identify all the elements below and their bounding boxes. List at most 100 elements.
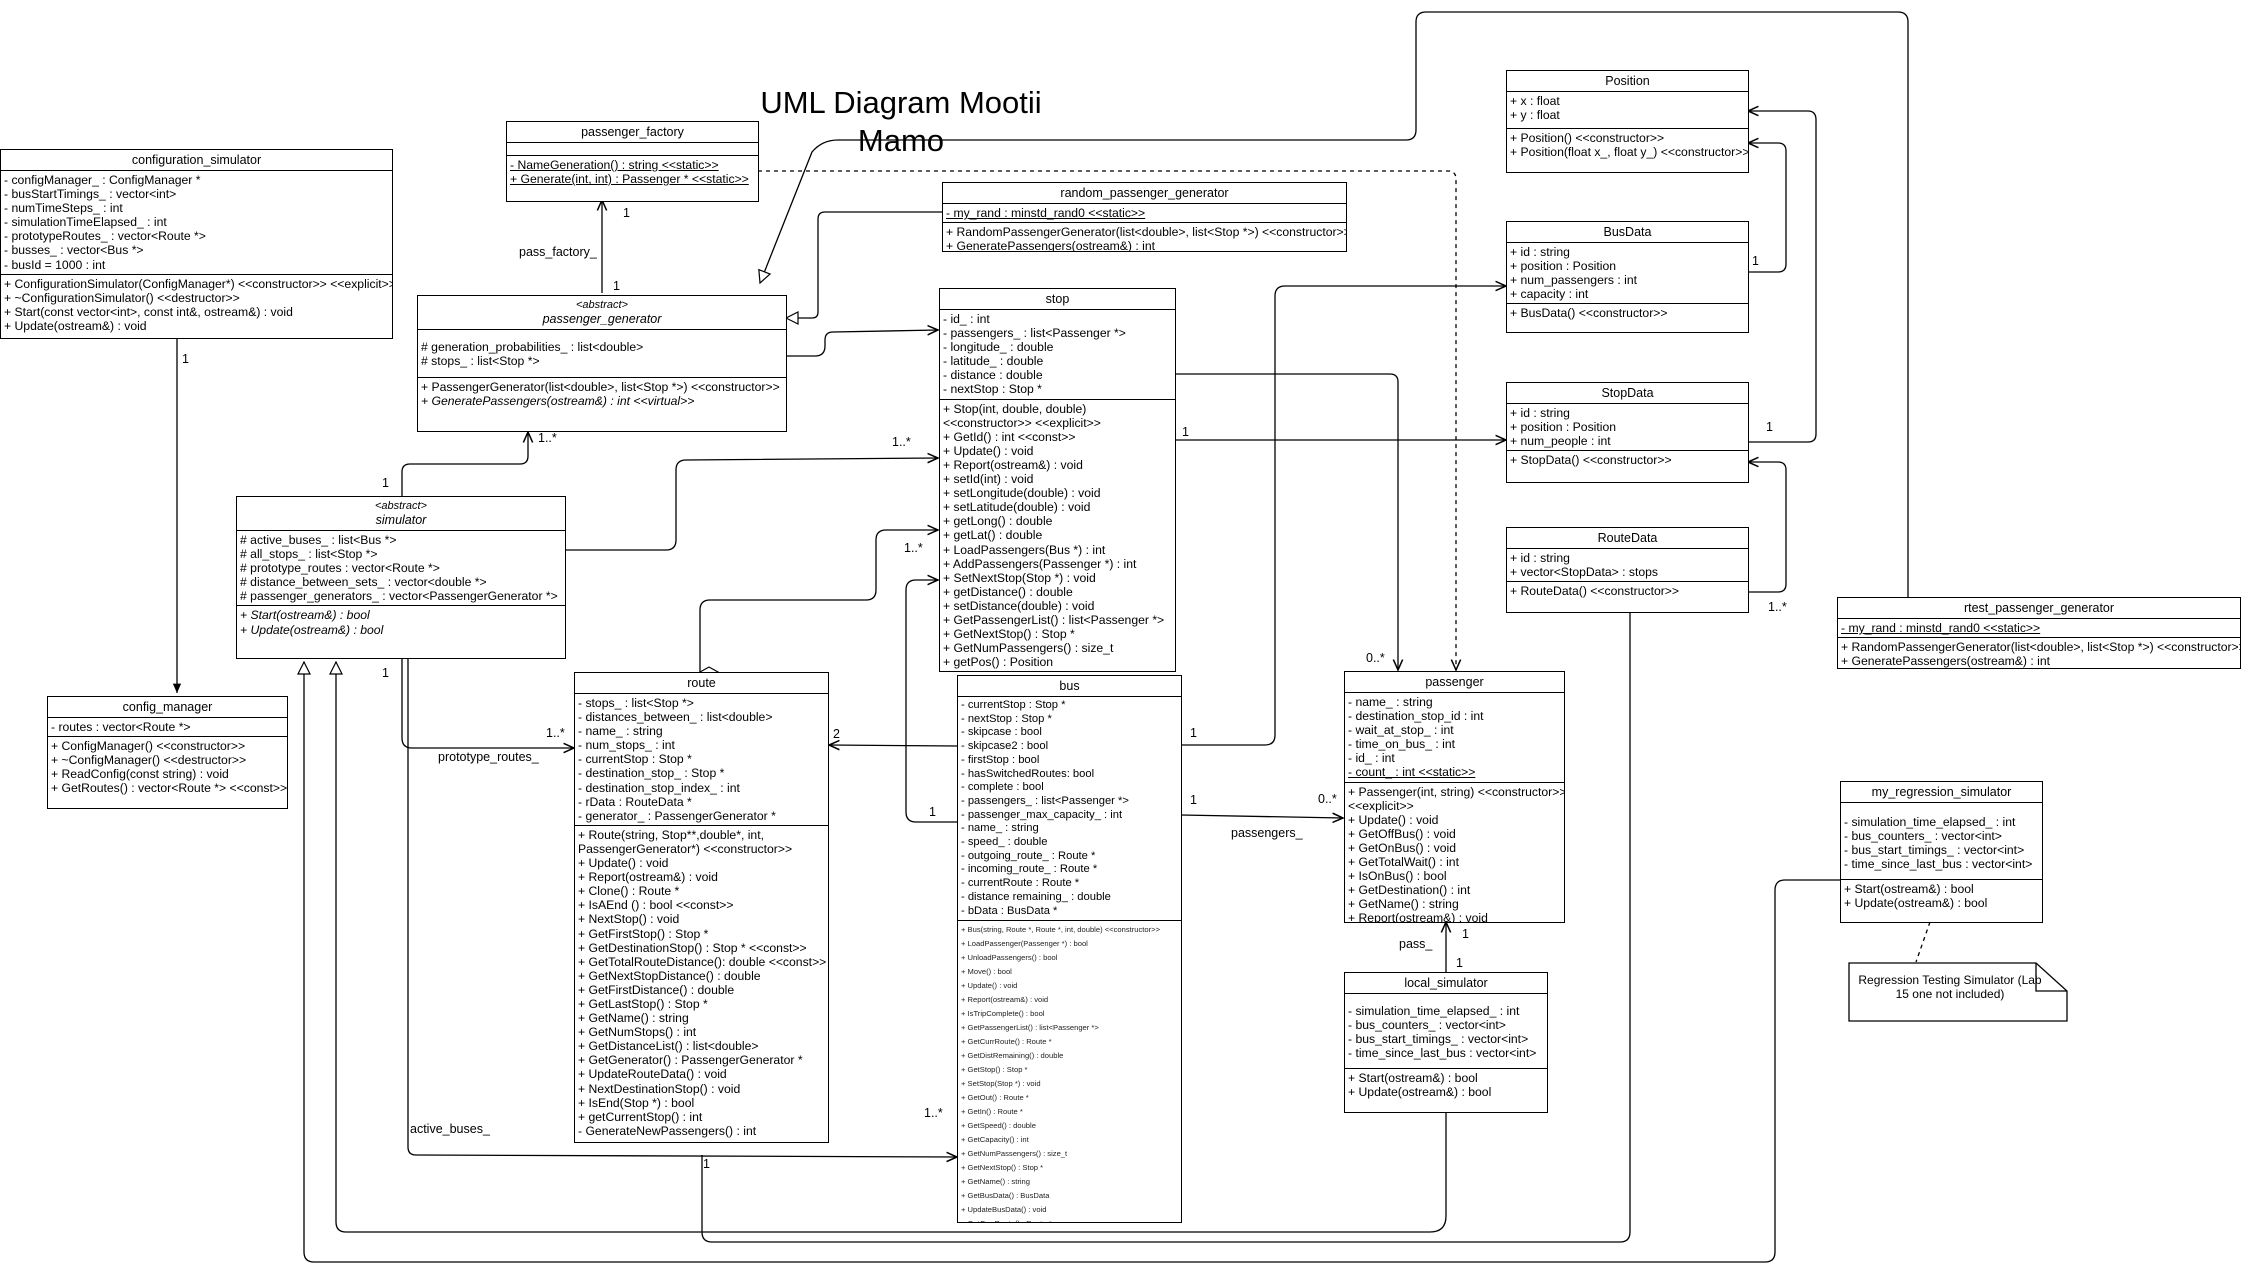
attributes: - simulation_time_elapsed_ : int- bus_co… bbox=[1841, 803, 2042, 881]
class-configuration-simulator[interactable]: configuration_simulator - configManager_… bbox=[0, 149, 393, 339]
mult-stop-many-b: 1..* bbox=[904, 541, 923, 555]
member-line: + capacity : int bbox=[1510, 287, 1589, 302]
label-passengers: passengers_ bbox=[1231, 826, 1303, 840]
member-line: + Update(ostream&) : bool bbox=[1844, 896, 1988, 911]
member-line: + id : string bbox=[1510, 406, 1570, 420]
member-line: + Update() : void bbox=[1348, 812, 1439, 827]
methods: + PassengerGenerator(list<double>, list<… bbox=[418, 378, 786, 410]
class-busdata[interactable]: BusData + id : string+ position : Positi… bbox=[1506, 221, 1749, 333]
class-header: <abstract> simulator bbox=[237, 497, 565, 531]
member-line: - destination_stop_index_ : int bbox=[578, 780, 740, 795]
class-passenger-factory[interactable]: passenger_factory - NameGeneration() : s… bbox=[506, 121, 759, 202]
class-bus[interactable]: bus - currentStop : Stop *- nextStop : S… bbox=[957, 675, 1182, 1223]
mult-factory-1: 1 bbox=[623, 206, 630, 220]
member-line: + Update(ostream&) : void bbox=[4, 318, 147, 333]
member-line: - distance : double bbox=[943, 368, 1043, 383]
edge-localsim-inherits-sim bbox=[336, 662, 1447, 1233]
member-line: - simulation_time_elapsed_ : int bbox=[1348, 1004, 1520, 1018]
mult-config-1: 1 bbox=[182, 352, 189, 366]
class-name: BusData bbox=[1507, 222, 1748, 243]
member-line: + id : string bbox=[1510, 245, 1570, 259]
methods: + ConfigurationSimulator(ConfigManager*)… bbox=[1, 275, 392, 335]
member-line: - rData : RouteData * bbox=[578, 794, 692, 809]
member-line: - incoming_route_ : Route * bbox=[961, 863, 1098, 876]
edge-sim-to-bus bbox=[407, 658, 957, 1157]
class-passenger[interactable]: passenger - name_ : string- destination_… bbox=[1344, 671, 1565, 923]
member-line: - bus_start_timings_ : vector<int> bbox=[1348, 1032, 1529, 1047]
member-line: + GetDestinationStop() : Stop * <<const>… bbox=[578, 940, 807, 955]
edge-note-to-regsim bbox=[1915, 921, 1931, 963]
class-stopdata[interactable]: StopData + id : string+ position : Posit… bbox=[1506, 382, 1749, 483]
member-line: + Start(const vector<int>, const int&, o… bbox=[4, 304, 293, 319]
member-line: # generation_probabilities_ : list<doubl… bbox=[421, 340, 644, 354]
member-line: - passenger_max_capacity_ : int bbox=[961, 808, 1123, 821]
member-line: + IsOnBus() : bool bbox=[1348, 869, 1447, 884]
member-line: + GetName() : string bbox=[578, 1011, 689, 1026]
member-line: <<explicit>> bbox=[1348, 798, 1414, 813]
member-line: + GetBusData() : BusData bbox=[961, 1191, 1050, 1201]
member-line: + Position() <<constructor>> bbox=[1510, 131, 1665, 146]
member-line: - bus_start_timings_ : vector<int> bbox=[1844, 843, 2025, 858]
attributes: + id : string+ position : Position+ num_… bbox=[1507, 243, 1748, 305]
class-name: passenger bbox=[1345, 672, 1564, 693]
class-my-regression-simulator[interactable]: my_regression_simulator - simulation_tim… bbox=[1840, 781, 2043, 923]
mult-route-2: 2 bbox=[833, 727, 840, 741]
class-stop[interactable]: stop - id_ : int- passengers_ : list<Pas… bbox=[939, 288, 1176, 672]
mult-sim-route-1: 1 bbox=[382, 666, 389, 680]
attributes: + x : float+ y : float bbox=[1507, 92, 1748, 130]
member-line: + Report(ostream&) : void bbox=[1348, 911, 1488, 923]
class-routedata[interactable]: RouteData + id : string+ vector<StopData… bbox=[1506, 527, 1749, 613]
member-line: - busStartTimings_ : vector<int> bbox=[4, 187, 177, 202]
mult-sim-pgen-1: 1 bbox=[382, 476, 389, 490]
member-line: + NextDestinationStop() : void bbox=[578, 1081, 741, 1096]
member-line: + ConfigManager() <<constructor>> bbox=[51, 739, 246, 754]
member-line: + IsEnd(Stop *) : bool bbox=[578, 1095, 695, 1110]
member-line: + GetStop() : Stop * bbox=[961, 1065, 1028, 1075]
member-line: - nextStop : Stop * bbox=[961, 712, 1052, 725]
member-line: - speed_ : double bbox=[961, 836, 1048, 849]
member-line: + GetTotalWait() : int bbox=[1348, 855, 1459, 870]
label-prototype-routes: prototype_routes_ bbox=[438, 750, 539, 764]
mult-stop-many-a: 1..* bbox=[892, 435, 911, 449]
class-config-manager[interactable]: config_manager - routes : vector<Route *… bbox=[47, 696, 288, 809]
member-line: + Start(ostream&) : bool bbox=[1844, 882, 1974, 897]
member-line: + GetTotalRouteDistance(): double <<cons… bbox=[578, 954, 827, 969]
attributes: - currentStop : Stop *- nextStop : Stop … bbox=[958, 697, 1181, 922]
attributes: - my_rand : minstd_rand0 <<static>> bbox=[943, 204, 1346, 224]
mult-bus-passenger-1: 1 bbox=[1190, 793, 1197, 807]
class-local-simulator[interactable]: local_simulator - simulation_time_elapse… bbox=[1344, 972, 1548, 1113]
member-line: + LoadPassenger(Passenger *) : bool bbox=[961, 939, 1088, 949]
class-name: RouteData bbox=[1507, 528, 1748, 549]
class-simulator[interactable]: <abstract> simulator # active_buses_ : l… bbox=[236, 496, 566, 659]
member-line: + LoadPassengers(Bus *) : int bbox=[943, 542, 1106, 557]
class-name: simulator bbox=[375, 513, 427, 527]
member-line: - destination_stop_ : Stop * bbox=[578, 766, 725, 781]
edge-sim-to-route bbox=[401, 658, 574, 748]
label-active-buses: active_buses_ bbox=[410, 1122, 490, 1136]
class-rtest-passenger-generator[interactable]: rtest_passenger_generator - my_rand : mi… bbox=[1837, 597, 2241, 669]
member-line: + AddPassengers(Passenger *) : int bbox=[943, 556, 1137, 571]
class-route[interactable]: route - stops_ : list<Stop *>- distances… bbox=[574, 672, 829, 1143]
member-line: # distance_between_sets_ : vector<double… bbox=[240, 575, 487, 590]
class-random-passenger-generator[interactable]: random_passenger_generator - my_rand : m… bbox=[942, 182, 1347, 252]
attributes: - stops_ : list<Stop *>- distances_betwe… bbox=[575, 694, 828, 826]
member-line: + GetDestination() : int bbox=[1348, 883, 1471, 898]
member-line: + GetNextStopDistance() : double bbox=[578, 968, 761, 983]
class-position[interactable]: Position + x : float+ y : float + Positi… bbox=[1506, 70, 1749, 173]
member-line: - name_ : string bbox=[961, 822, 1039, 835]
member-line: + UnloadPassengers() : bool bbox=[961, 953, 1058, 963]
member-line: - numTimeSteps_ : int bbox=[4, 201, 123, 216]
member-line: - busses_ : vector<Bus *> bbox=[4, 243, 144, 258]
class-name: passenger_generator bbox=[542, 312, 662, 326]
mult-routedata-many: 1..* bbox=[1768, 600, 1787, 614]
member-line: - passengers_ : list<Passenger *> bbox=[961, 794, 1129, 807]
methods: + Bus(string, Route *, Route *, int, dou… bbox=[958, 921, 1181, 1222]
methods: + BusData() <<constructor>> bbox=[1507, 304, 1748, 322]
member-line: + RouteData() <<constructor>> bbox=[1510, 584, 1680, 599]
title-line-2: Mamo bbox=[857, 123, 945, 158]
attributes: - routes : vector<Route *> bbox=[48, 718, 287, 738]
class-passenger-generator[interactable]: <abstract> passenger_generator # generat… bbox=[417, 295, 787, 432]
member-line: - bus_counters_ : vector<int> bbox=[1348, 1018, 1506, 1033]
member-line: + setId(int) : void bbox=[943, 472, 1034, 487]
